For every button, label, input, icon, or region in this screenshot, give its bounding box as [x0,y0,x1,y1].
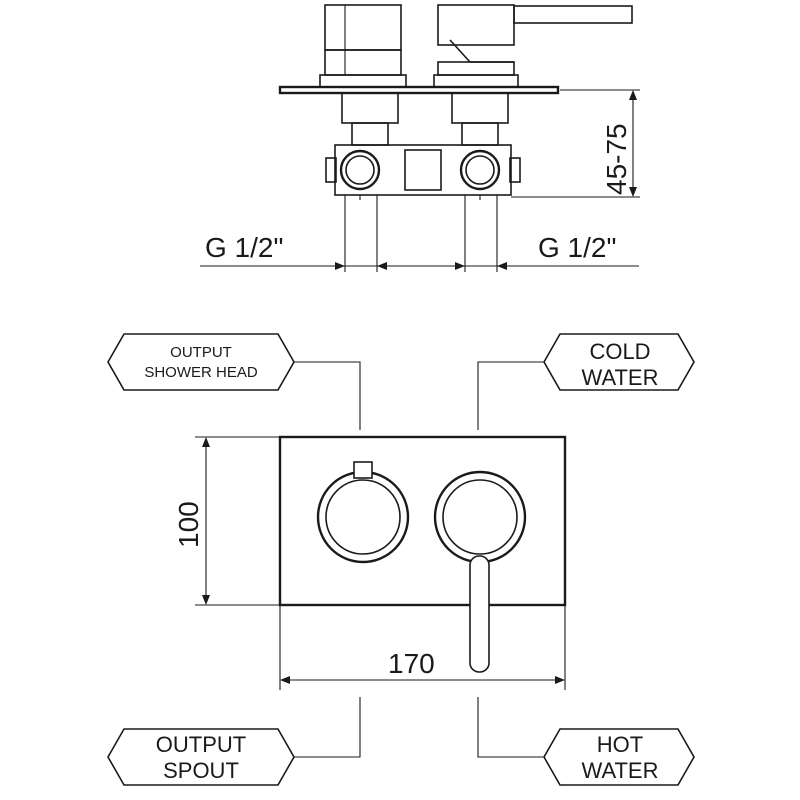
depth-range-label: 45-75 [601,123,632,195]
left-thread-label: G 1/2" [205,232,283,263]
callout-hot-water-line1: HOT [597,732,643,757]
height-dimension: 100 [173,436,280,606]
callout-output-shower-head-line1: OUTPUT [170,344,232,361]
width-dimension: 170 [279,605,566,690]
callout-output-shower-head: OUTPUT SHOWER HEAD [107,333,295,391]
callout-hot-water-line2: WATER [582,758,659,783]
callout-cold-water-line1: COLD [589,339,650,364]
callout-output-spout-line1: OUTPUT [156,732,246,757]
depth-dimension: 45-75 [511,89,640,198]
front-view: 100 170 [173,435,567,690]
callout-output-shower-head-line2: SHOWER HEAD [144,364,258,381]
cover-plate [278,435,567,607]
left-knob-side [319,4,407,88]
mixer-lever [433,470,527,673]
thread-dimensions: G 1/2" G 1/2" [200,195,639,272]
leader-lines [294,361,544,758]
callout-cold-water: COLD WATER [543,333,695,391]
width-label: 170 [388,648,435,679]
right-thread-label: G 1/2" [538,232,616,263]
callout-cold-water-line2: WATER [582,365,659,390]
valve-body [325,92,521,200]
callout-output-spout-line2: SPOUT [163,758,239,783]
height-label: 100 [173,501,204,548]
callout-hot-water: HOT WATER [543,728,695,786]
callout-output-spout: OUTPUT SPOUT [107,728,295,786]
cover-plate-edge [278,85,560,95]
top-view: 45-75 G 1/2" G 1/2" [200,4,640,272]
diverter-knob [316,461,410,564]
right-lever-side [433,4,633,88]
